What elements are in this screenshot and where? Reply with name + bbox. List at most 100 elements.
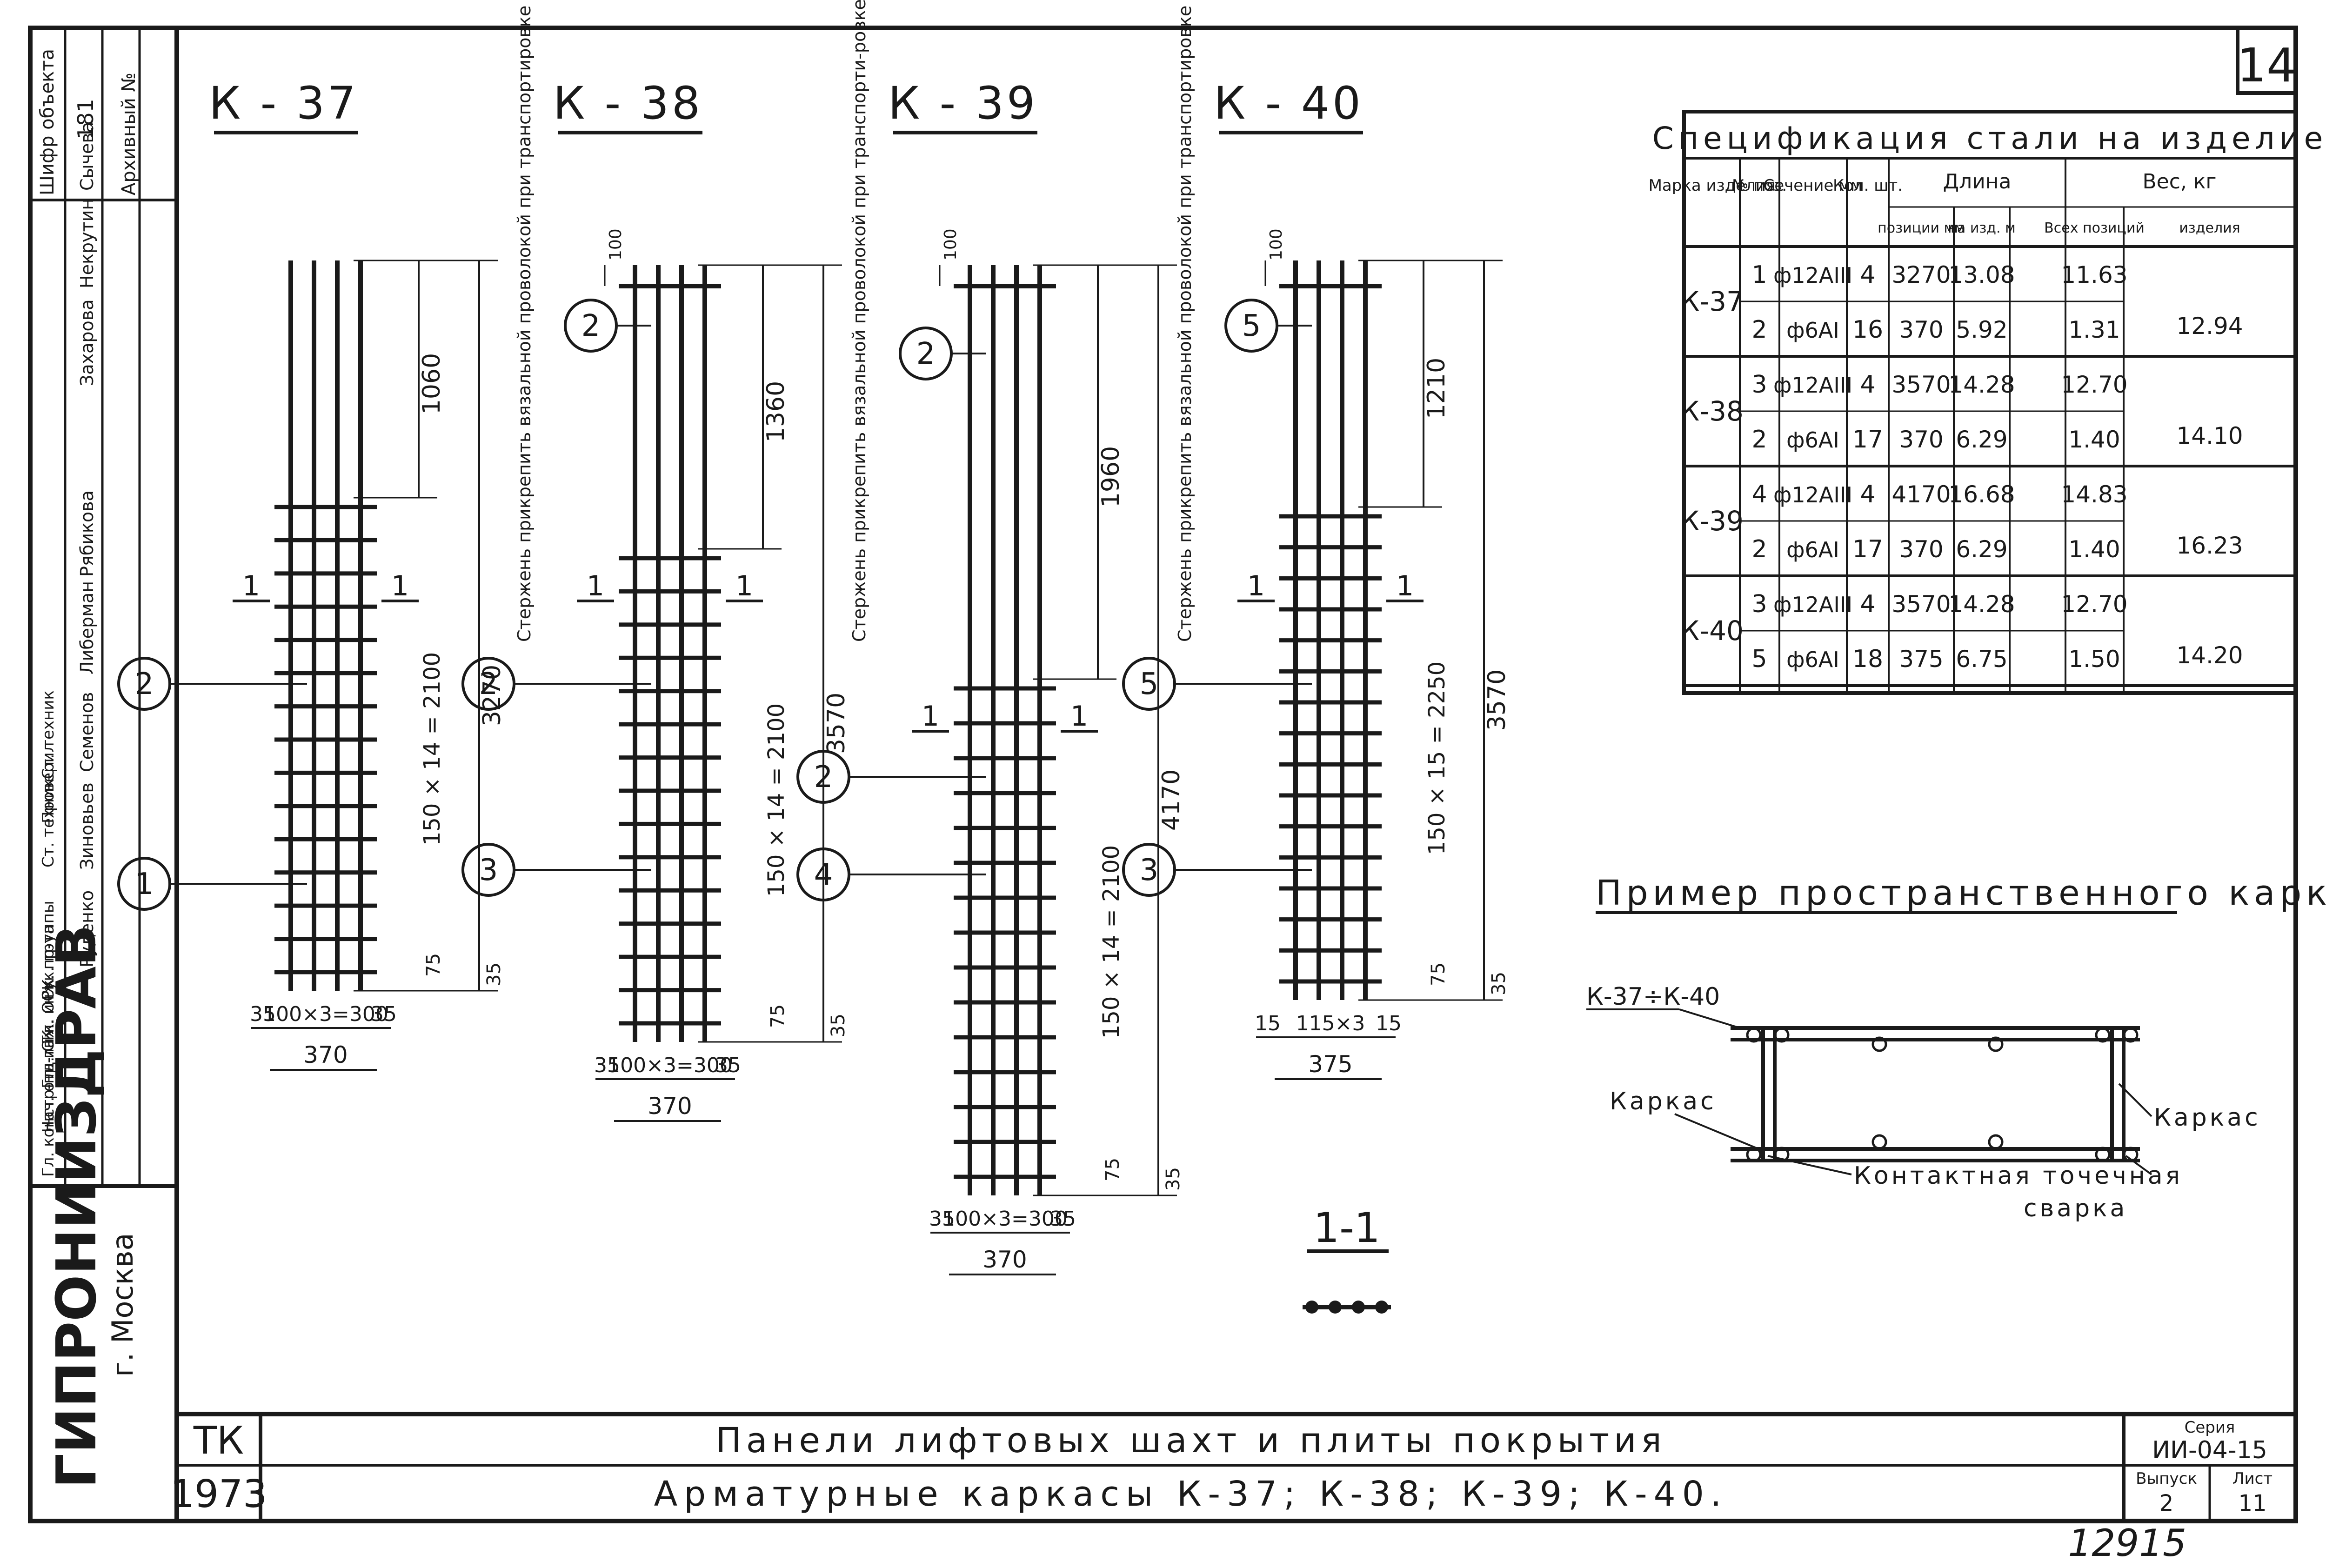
title-year: 1973 <box>170 1472 267 1516</box>
spec-len-m: 14.28 <box>1948 371 2015 398</box>
section-bar-dot <box>1352 1301 1365 1314</box>
dim-total: 3570 <box>1483 669 1511 731</box>
dim-top-offset: 100 <box>1267 228 1286 260</box>
frame-title: К - 37 <box>209 77 359 129</box>
section-view: 1-1 <box>1303 1204 1391 1314</box>
spec-title: Спецификация стали на изделие <box>1652 120 2326 156</box>
section-mark-left: 1 <box>587 570 604 602</box>
callout-label: 2 <box>916 337 936 371</box>
spec-qty: 17 <box>1852 535 1883 563</box>
title-line-1: Панели лифтовых шахт и плиты покрытия <box>715 1421 1666 1461</box>
section-mark-left: 1 <box>242 570 260 602</box>
spec-sec: ф12АIII <box>1773 373 1852 398</box>
callout-label: 2 <box>479 667 498 701</box>
dim-w1: 35 <box>250 1002 276 1026</box>
spec-sec: ф6АI <box>1786 427 1839 453</box>
spec-total: 14.10 <box>2176 422 2243 449</box>
dim-pitch: 150 × 14 = 2100 <box>1098 845 1124 1039</box>
dim-w3: 15 <box>1376 1012 1402 1035</box>
dim-top: 1960 <box>1097 446 1125 507</box>
dim-w2: 100×3=300 <box>263 1002 388 1026</box>
spec-qty: 17 <box>1852 426 1883 454</box>
spec-total: 16.23 <box>2176 532 2243 559</box>
section-mark-right: 1 <box>1396 570 1414 602</box>
issue-value: 2 <box>2159 1490 2174 1516</box>
spec-len: 370 <box>1899 536 1943 563</box>
stamp-name: Некрутин <box>77 199 97 288</box>
spec-len-m: 14.28 <box>1948 591 2015 618</box>
example-label-left: Каркас <box>1610 1088 1717 1115</box>
bar-circle <box>2095 1027 2111 1043</box>
callout-label: 3 <box>1140 853 1159 887</box>
spec-h-pos: № поз. <box>1732 176 1787 195</box>
dim-bottom: 75 <box>767 1004 789 1028</box>
bar-circle <box>2123 1027 2139 1043</box>
spec-len-m: 5.92 <box>1956 316 2007 343</box>
frame-title: К - 38 <box>553 77 703 129</box>
spec-h-len-item: на изд. м <box>1948 220 2015 236</box>
stamp-name: Семенов <box>77 692 97 772</box>
spec-wt: 12.70 <box>2061 371 2127 398</box>
spec-qty: 18 <box>1852 645 1883 673</box>
spec-mark: К-39 <box>1680 505 1744 537</box>
spec-len: 370 <box>1899 316 1943 343</box>
spec-wt: 14.83 <box>2061 481 2127 508</box>
list-label: Лист <box>2232 1469 2273 1488</box>
spec-h-len: Длина <box>1943 170 2012 193</box>
dim-total: 3570 <box>822 693 850 754</box>
stamp-role: Гл. констр-нн-та <box>39 1039 58 1177</box>
callout-label: 5 <box>1140 667 1159 701</box>
callout-label: 1 <box>135 867 154 901</box>
dim-w2: 100×3=300 <box>607 1054 733 1077</box>
spec-len: 3570 <box>1892 591 1951 618</box>
sheet-number: 14 <box>2237 38 2296 93</box>
spec-sec: ф6АI <box>1786 647 1839 672</box>
callout-label: 2 <box>814 760 833 794</box>
dim-width: 370 <box>303 1041 348 1068</box>
dim-top: 1210 <box>1423 358 1450 419</box>
dim-total: 3270 <box>478 665 506 726</box>
spec-len-m: 6.29 <box>1956 426 2007 453</box>
bar-circle <box>1871 1134 1887 1150</box>
stamp-name: Рябикова <box>77 490 97 577</box>
spec-h-wt-item: изделия <box>2179 220 2240 236</box>
stamp-role: Гл. инж. ОСК <box>39 979 58 1088</box>
dim-bottom: 75 <box>1102 1158 1123 1181</box>
spec-len-m: 6.75 <box>1956 646 2007 673</box>
section-mark-left: 1 <box>1247 570 1265 602</box>
spec-pos: 5 <box>1751 645 1767 673</box>
dim-top: 1060 <box>418 353 446 414</box>
dim-bottom: 75 <box>1428 962 1449 986</box>
section-mark-left: 1 <box>922 700 939 733</box>
callout-label: 3 <box>479 853 498 887</box>
stamp-org: ГИПРОНИИЗДРАВ <box>44 925 108 1488</box>
bar-circle <box>1871 1036 1887 1052</box>
spec-sec: ф12АIII <box>1773 263 1852 288</box>
spec-qty: 4 <box>1860 371 1875 399</box>
section-mark: 1-1 <box>1313 1204 1380 1252</box>
spec-h-wt-all: Всех позиций <box>2044 220 2145 236</box>
spec-border <box>1682 110 2298 695</box>
spec-len-m: 16.68 <box>1948 481 2015 508</box>
list-value: 11 <box>2238 1490 2266 1516</box>
dim-end: 35 <box>1163 1167 1184 1191</box>
spec-mark: К-38 <box>1680 395 1744 427</box>
bar-circle <box>2095 1147 2111 1162</box>
sheet-number-box <box>2236 26 2298 95</box>
stamp-role: Ст. техник <box>39 690 58 779</box>
stamp-name: Сычева <box>77 122 97 191</box>
sheet-border <box>174 26 2298 1523</box>
spec-mark: К-40 <box>1680 615 1744 647</box>
spec-wt: 11.63 <box>2061 261 2127 288</box>
callout-label: 4 <box>814 858 833 892</box>
bottom-number: 12915 <box>2068 1521 2187 1565</box>
spec-h-mark: Марка изделия <box>1649 176 1776 195</box>
spec-h-sec: Сечение мм <box>1763 176 1862 195</box>
dim-total: 4170 <box>1157 769 1185 831</box>
